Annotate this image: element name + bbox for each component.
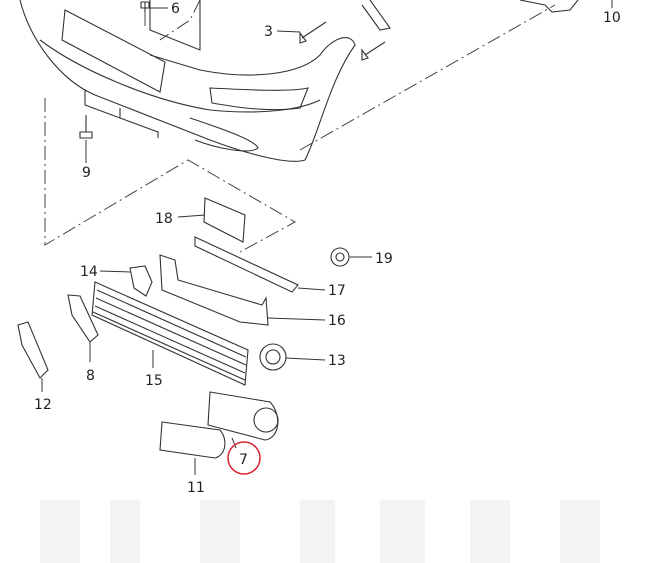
- cover-12: [17, 321, 49, 379]
- callout-19: 19: [375, 251, 393, 267]
- strip-17: [194, 236, 299, 293]
- callout-6: 6: [171, 1, 180, 17]
- callout-12: 12: [34, 397, 52, 413]
- callout-17: 17: [328, 283, 346, 299]
- screw-3: [299, 21, 327, 44]
- callout-7: 7: [239, 452, 248, 468]
- screw-9: [79, 115, 93, 139]
- callout-16: 16: [328, 313, 346, 329]
- callout-13: 13: [328, 353, 346, 369]
- callout-10: 10: [603, 10, 621, 26]
- callout-3: 3: [264, 24, 273, 40]
- cover-11: [159, 421, 226, 459]
- callout-9: 9: [82, 165, 91, 181]
- grille-15: [91, 281, 249, 386]
- callout-8: 8: [86, 368, 95, 384]
- callout-15: 15: [145, 373, 163, 389]
- ring-19: [330, 247, 350, 267]
- grille-7: [207, 391, 279, 441]
- highlight-circle: [227, 441, 261, 475]
- callout-14: 14: [80, 264, 98, 280]
- screw-unlabeled: [361, 41, 386, 61]
- watermark: [40, 500, 600, 563]
- bracket-18: [203, 197, 246, 243]
- foglamp-13: [259, 343, 287, 371]
- callout-18: 18: [155, 211, 173, 227]
- callout-11: 11: [187, 480, 205, 496]
- clip-6: [140, 1, 150, 12]
- bracket-14: [129, 265, 153, 297]
- cover-8: [67, 294, 99, 343]
- front-bumper: [19, 0, 579, 162]
- strip-16: [159, 254, 269, 326]
